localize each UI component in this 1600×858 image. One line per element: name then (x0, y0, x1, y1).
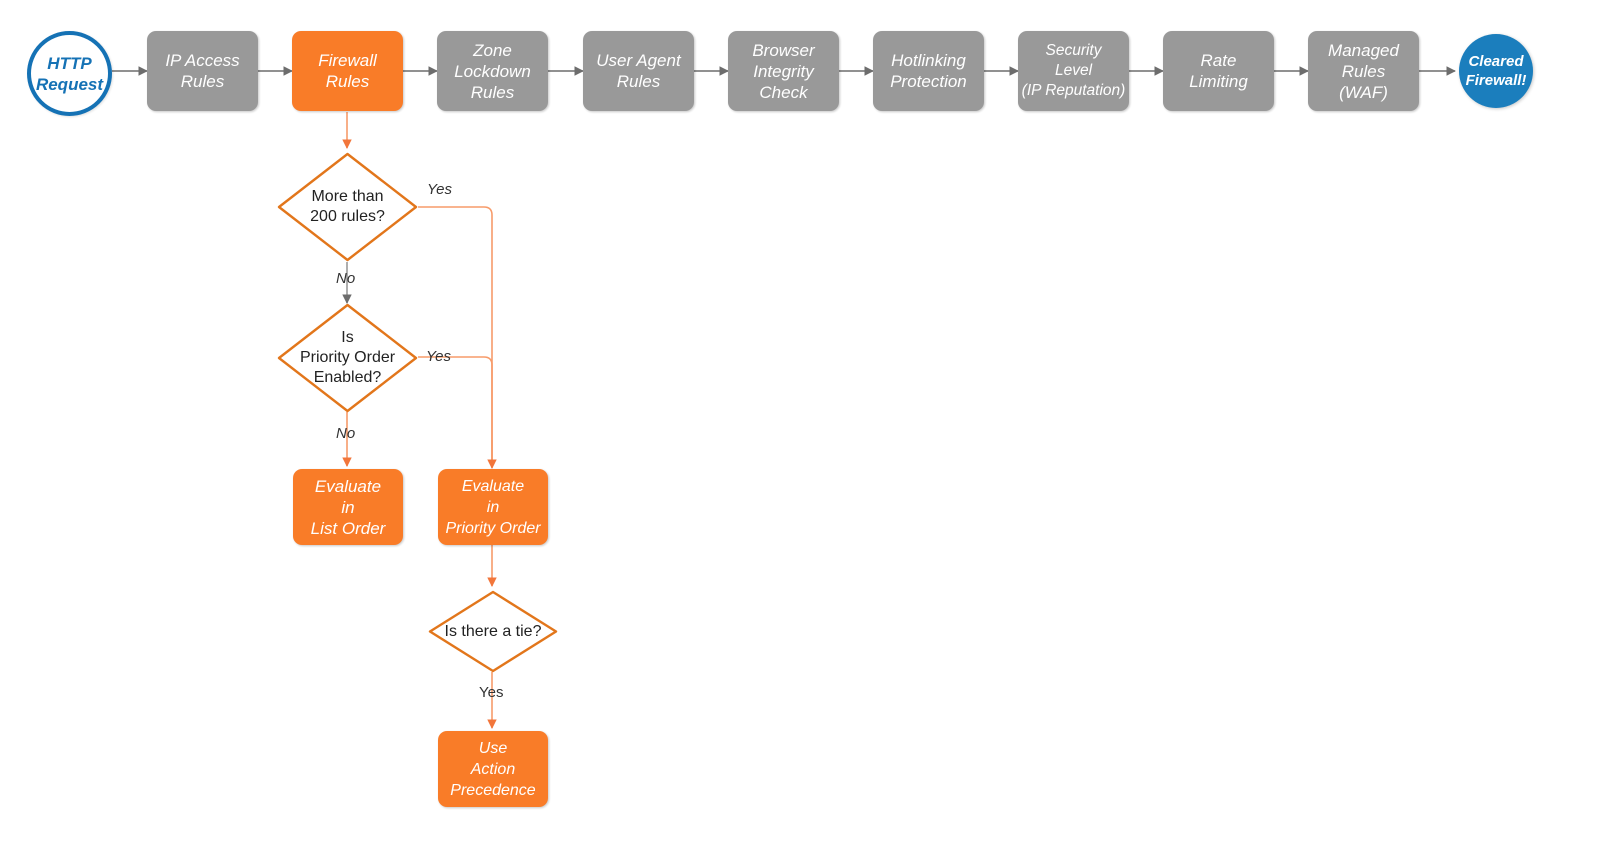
edge-label-tie-yes: Yes (479, 684, 504, 701)
diamond-shape-more-than-200-rules (277, 152, 418, 262)
edge-200-yes-to-priority-order-box (418, 206, 493, 462)
node-cleared-firewall[interactable]: Cleared Firewall! (1459, 34, 1533, 108)
node-zone-lockdown-rules-label: Zone Lockdown Rules (454, 40, 531, 102)
node-managed-rules-waf[interactable]: Managed Rules (WAF) (1308, 31, 1419, 111)
decision-more-than-200-rules-label: More than 200 rules? (310, 188, 385, 225)
edge-label-priority-order-no: No (336, 425, 356, 442)
diamond-shape-is-there-a-tie (428, 590, 558, 673)
edge-label-more-than-200-no: No (336, 270, 356, 287)
node-evaluate-in-priority-order-label: Evaluate in Priority Order (445, 477, 541, 537)
diamond-shape-priority-order-enabled (277, 303, 418, 413)
node-managed-rules-waf-label: Managed Rules (WAF) (1328, 40, 1399, 102)
decision-more-than-200-rules[interactable]: More than 200 rules? (277, 152, 418, 262)
node-ip-access-rules-label: IP Access Rules (165, 51, 240, 91)
node-evaluate-in-priority-order[interactable]: Evaluate in Priority Order (438, 469, 548, 545)
edge-label-more-than-200-yes: Yes (427, 181, 453, 198)
decision-priority-order-enabled-label: Is Priority Order Enabled? (299, 329, 396, 386)
node-evaluate-in-list-order-label: Evaluate in List Order (310, 476, 386, 538)
node-evaluate-in-list-order[interactable]: Evaluate in List Order (293, 469, 403, 545)
node-http-request[interactable]: HTTP Request (27, 31, 112, 116)
decision-priority-order-enabled[interactable]: Is Priority Order Enabled? (277, 303, 418, 413)
node-user-agent-rules-label: User Agent Rules (596, 51, 681, 91)
decision-is-there-a-tie[interactable]: Is there a tie? (428, 590, 558, 673)
node-browser-integrity-check[interactable]: Browser Integrity Check (728, 31, 839, 111)
edge-label-priority-order-yes: Yes (426, 348, 452, 365)
node-use-action-precedence[interactable]: Use Action Precedence (438, 731, 548, 807)
node-zone-lockdown-rules[interactable]: Zone Lockdown Rules (437, 31, 548, 111)
decision-is-there-a-tie-label: Is there a tie? (444, 622, 542, 640)
node-firewall-rules[interactable]: Firewall Rules (292, 31, 403, 111)
node-cleared-firewall-label: Cleared Firewall! (1465, 53, 1527, 89)
node-ip-access-rules[interactable]: IP Access Rules (147, 31, 258, 111)
node-rate-limiting-label: Rate Limiting (1189, 51, 1248, 91)
node-http-request-label: HTTP Request (35, 53, 104, 94)
edge-priority-yes-to-priority-order-box (418, 356, 493, 462)
node-hotlinking-protection-label: Hotlinking Protection (890, 51, 967, 91)
node-use-action-precedence-label: Use Action Precedence (450, 739, 536, 799)
node-firewall-rules-label: Firewall Rules (318, 51, 377, 91)
node-rate-limiting[interactable]: Rate Limiting (1163, 31, 1274, 111)
node-security-level-label: Security Level (IP Reputation) (1021, 42, 1126, 99)
node-user-agent-rules[interactable]: User Agent Rules (583, 31, 694, 111)
node-hotlinking-protection[interactable]: Hotlinking Protection (873, 31, 984, 111)
node-browser-integrity-check-label: Browser Integrity Check (752, 40, 815, 102)
node-security-level[interactable]: Security Level (IP Reputation) (1018, 31, 1129, 111)
